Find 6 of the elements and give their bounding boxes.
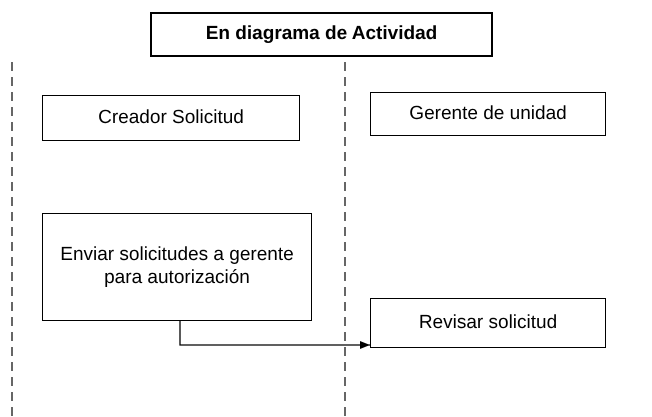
title: En diagrama de Actividad	[150, 12, 493, 57]
arrow	[179, 321, 370, 349]
activity-box: Revisar solicitud	[370, 298, 606, 348]
activity-box: Enviar solicitudes a gerente para autorización	[42, 213, 312, 321]
activity-box: Gerente de unidad	[370, 92, 606, 136]
activity-box: Creador Solicitud	[42, 95, 300, 141]
